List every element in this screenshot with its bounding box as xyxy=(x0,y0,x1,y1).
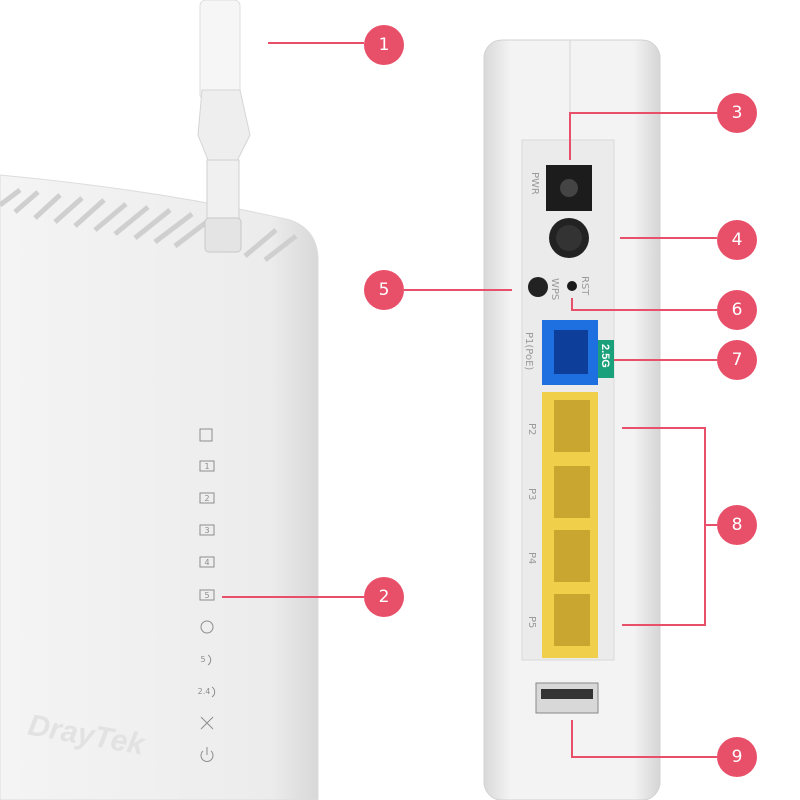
wifi-24g-icon: 2.4 xyxy=(198,686,216,698)
svg-text:5: 5 xyxy=(200,655,205,664)
speed-badge xyxy=(598,340,614,378)
lan-3-icon: 3 xyxy=(199,524,215,536)
usb-icon xyxy=(199,428,213,442)
svg-text:3: 3 xyxy=(732,103,743,123)
svg-text:2: 2 xyxy=(204,494,209,503)
status-leds: 1 2 3 4 5 5 2.4 xyxy=(198,428,216,762)
callout-lines xyxy=(222,42,717,758)
callout-6: 6 xyxy=(717,290,757,330)
wan-sync-icon xyxy=(200,620,214,634)
svg-text:2.5G: 2.5G xyxy=(599,344,611,368)
callout-9: 9 xyxy=(717,737,757,777)
svg-text:RST: RST xyxy=(579,276,590,296)
lan-port-p5 xyxy=(554,594,590,646)
svg-text:P4: P4 xyxy=(526,552,537,564)
lan-2-icon: 2 xyxy=(199,492,215,504)
svg-text:4: 4 xyxy=(204,558,209,567)
svg-text:5: 5 xyxy=(204,591,209,600)
svg-text:P1(PoE): P1(PoE) xyxy=(523,332,534,370)
lan-port-p4 xyxy=(554,530,590,582)
svg-text:2.4: 2.4 xyxy=(198,687,211,696)
reset-button[interactable] xyxy=(567,281,577,291)
svg-text:P3: P3 xyxy=(526,488,537,500)
svg-text:P5: P5 xyxy=(526,616,537,628)
lan-4-icon: 4 xyxy=(199,556,215,568)
svg-text:PWR: PWR xyxy=(529,172,540,195)
lan-port-p2 xyxy=(554,400,590,452)
svg-text:6: 6 xyxy=(732,300,743,320)
callout-3: 3 xyxy=(717,93,757,133)
lan-5-icon: 5 xyxy=(199,589,215,601)
lan-1-icon: 1 xyxy=(199,460,215,472)
svg-text:3: 3 xyxy=(204,526,209,535)
svg-text:4: 4 xyxy=(732,230,743,250)
lan-port-p3 xyxy=(554,466,590,518)
callout-2: 2 xyxy=(364,577,404,617)
svg-text:WPS: WPS xyxy=(549,278,560,300)
callout-5: 5 xyxy=(364,270,404,310)
wps-button[interactable] xyxy=(528,277,548,297)
wifi-5g-icon: 5 xyxy=(200,654,212,666)
router-front: 1 2 3 4 5 5 2.4 DrayTek xyxy=(0,0,319,800)
callout-1: 1 xyxy=(364,25,404,65)
svg-text:9: 9 xyxy=(732,747,743,767)
router-rear: PWR WPS RST P1(PoE) 2.5G P2 P3 P4 P5 xyxy=(483,39,661,800)
callout-7: 7 xyxy=(717,340,757,380)
svg-text:7: 7 xyxy=(732,350,743,370)
callout-4: 4 xyxy=(717,220,757,260)
power-icon xyxy=(200,747,214,762)
svg-text:P2: P2 xyxy=(526,423,537,435)
svg-text:5: 5 xyxy=(379,280,390,300)
antenna xyxy=(197,0,251,253)
svg-text:1: 1 xyxy=(379,35,390,55)
svg-text:1: 1 xyxy=(204,462,209,471)
svg-text:8: 8 xyxy=(732,515,743,535)
mesh-icon xyxy=(200,716,214,730)
callout-8: 8 xyxy=(717,505,757,545)
svg-text:2: 2 xyxy=(379,587,390,607)
lan-ports: P2 P3 P4 P5 xyxy=(526,392,598,658)
